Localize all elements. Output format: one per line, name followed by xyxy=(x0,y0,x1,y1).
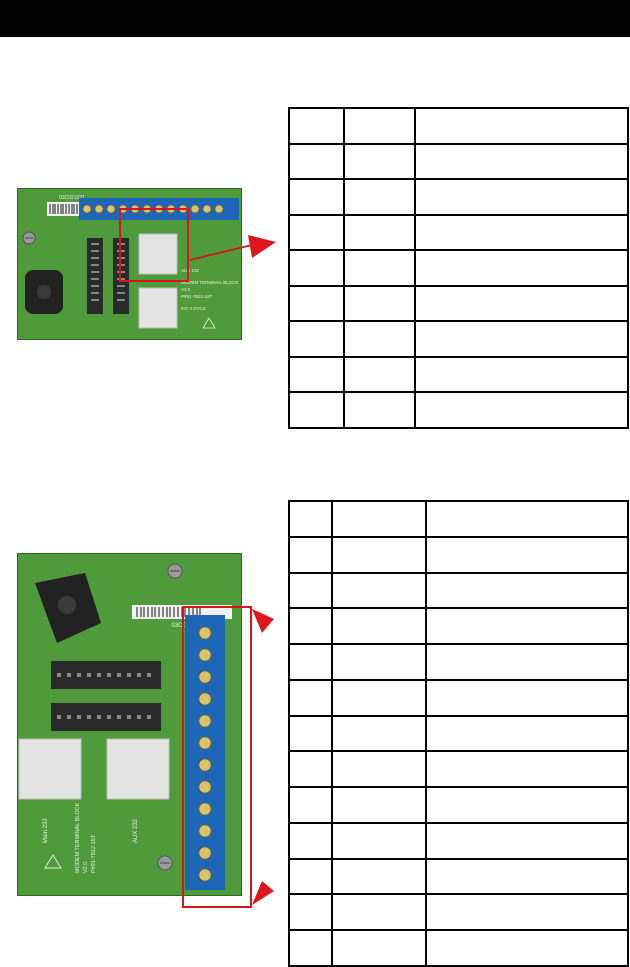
silk-title-top: MODEM TERMINAL BLOCK xyxy=(181,280,239,285)
rj-jack-main-bottom xyxy=(18,738,82,800)
warning-symbol-bottom xyxy=(44,854,62,869)
silk-part-top: P#91-7812-15T xyxy=(181,294,213,299)
table-row xyxy=(288,249,629,287)
pointer-arrow-bottom-upper xyxy=(252,609,274,633)
silk-dvc-top: INT-4 DVC2 xyxy=(181,306,206,311)
pin-table-top xyxy=(288,107,629,429)
rj-jack-aux xyxy=(138,233,178,275)
table-row xyxy=(288,786,629,824)
table-row xyxy=(288,178,629,216)
rj-jack-aux-bottom xyxy=(106,738,170,800)
table-row xyxy=(288,213,629,252)
silk-main-bottom: Main 232 xyxy=(43,818,49,843)
silk-aux-top: AUX 232 xyxy=(181,268,200,273)
silk-title-bottom: MODEM TERMINAL BLOCK xyxy=(75,802,81,873)
table-row xyxy=(288,821,629,860)
table-row xyxy=(288,678,629,717)
terminal-board-photo-bottom: 03C021022 Main 232 AUX 232 MODEM TERMINA… xyxy=(17,553,242,896)
table-row xyxy=(288,643,629,681)
rj-jack-main xyxy=(138,287,178,329)
warning-symbol-top xyxy=(202,317,216,329)
table-row xyxy=(288,500,629,538)
silk-part-bottom: P#91-7812-15T xyxy=(91,834,97,873)
table-row xyxy=(288,714,629,753)
table-row xyxy=(288,607,629,646)
highlight-overlay-bottom xyxy=(182,606,274,908)
silk-version-top: V2.0 xyxy=(181,287,191,292)
table-row xyxy=(288,893,629,932)
silk-version-bottom: V2.0 xyxy=(83,862,89,873)
table-row xyxy=(288,750,629,789)
header-connector-a xyxy=(87,238,103,314)
header-bar xyxy=(0,0,630,37)
table-row xyxy=(288,142,629,181)
highlight-box-top xyxy=(119,208,189,282)
silk-aux-bottom: AUX 232 xyxy=(133,818,139,843)
table-row xyxy=(288,320,629,358)
table-row xyxy=(288,535,629,574)
table-row xyxy=(288,107,629,145)
table-row xyxy=(288,355,629,394)
table-row xyxy=(288,857,629,896)
pointer-arrow-bottom-lower xyxy=(252,881,274,905)
table-row xyxy=(288,571,629,610)
table-row xyxy=(288,391,629,429)
highlight-box-bottom xyxy=(182,606,252,908)
serial-text-top: 03C021021 xyxy=(59,195,85,201)
table-row xyxy=(288,284,629,323)
table-row xyxy=(288,929,629,967)
terminal-board-photo-top: 03C021021 AUX 232 MODEM TERMINAL BLOCK V… xyxy=(17,188,242,340)
pin-table-bottom xyxy=(288,500,629,967)
pointer-arrow-top xyxy=(189,235,276,261)
